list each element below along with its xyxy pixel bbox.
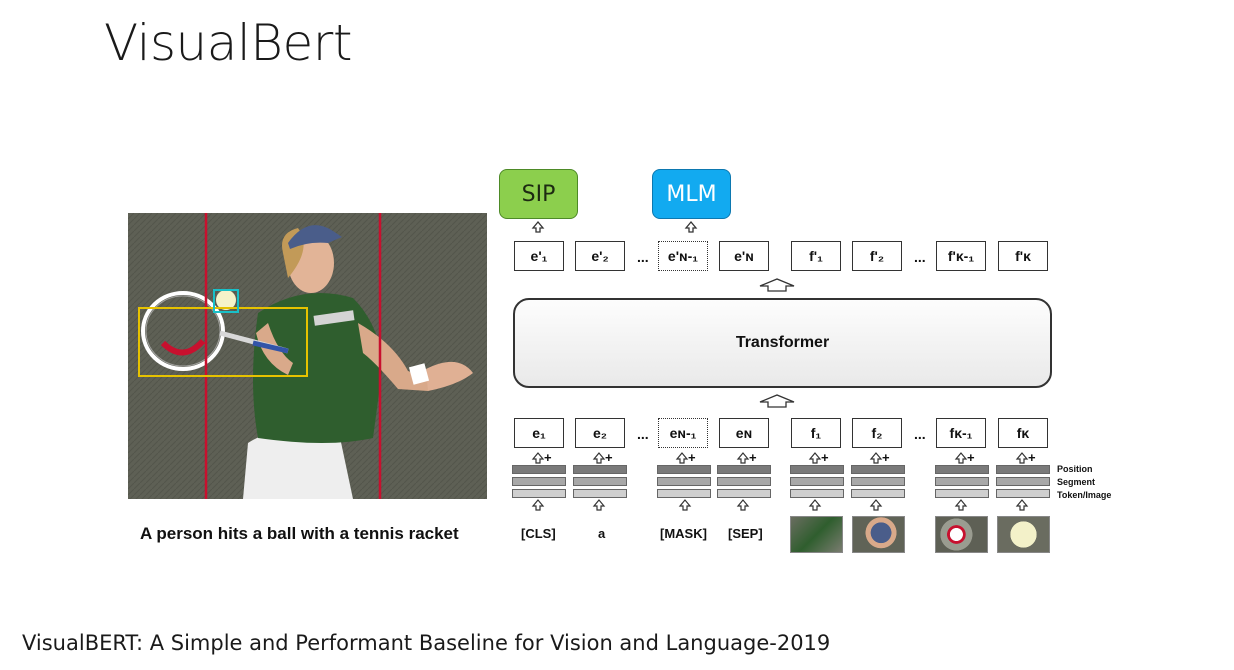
arrow-up-icon xyxy=(533,222,543,232)
plus-sign: + xyxy=(605,450,613,465)
position-bar xyxy=(512,465,566,474)
token-bar xyxy=(851,489,905,498)
segment-bar xyxy=(657,477,711,486)
plus-sign: + xyxy=(882,450,890,465)
position-bar xyxy=(573,465,627,474)
token-mask: [MASK] xyxy=(660,526,707,541)
arrow-up-icon xyxy=(956,500,966,510)
legend-token-image: Token/Image xyxy=(1057,490,1111,500)
segment-bar xyxy=(717,477,771,486)
arrow-up-icon xyxy=(686,222,696,232)
token-bar xyxy=(573,489,627,498)
arrow-up-icon xyxy=(533,500,543,510)
legend-position: Position xyxy=(1057,464,1093,474)
arrow-up-large-icon xyxy=(760,395,794,407)
token-arrows xyxy=(533,500,1027,510)
arrow-up-icon xyxy=(956,453,966,463)
arrow-up-icon xyxy=(594,500,604,510)
segment-bar xyxy=(935,477,989,486)
token-bar xyxy=(996,489,1050,498)
arrow-up-icon xyxy=(810,500,820,510)
position-bar xyxy=(996,465,1050,474)
segment-bar xyxy=(512,477,566,486)
token-bar xyxy=(790,489,844,498)
plus-sign: + xyxy=(1028,450,1036,465)
token-sep: [SEP] xyxy=(728,526,763,541)
arrow-up-icon xyxy=(1017,500,1027,510)
arrow-up-icon xyxy=(871,500,881,510)
paper-reference: VisualBERT: A Simple and Performant Base… xyxy=(22,631,830,655)
position-bar xyxy=(657,465,711,474)
arrow-up-icon xyxy=(810,453,820,463)
plus-sign: + xyxy=(688,450,696,465)
plus-sign: + xyxy=(749,450,757,465)
token-bar xyxy=(512,489,566,498)
token-cls: [CLS] xyxy=(521,526,556,541)
legend-segment: Segment xyxy=(1057,477,1095,487)
arrow-up-icon xyxy=(871,453,881,463)
arrow-up-icon xyxy=(738,453,748,463)
plus-sign: + xyxy=(821,450,829,465)
position-bar xyxy=(851,465,905,474)
position-bar xyxy=(717,465,771,474)
arrow-up-icon xyxy=(738,500,748,510)
token-bar xyxy=(717,489,771,498)
plus-sign: + xyxy=(544,450,552,465)
segment-bar xyxy=(851,477,905,486)
region-thumbnail-shirt xyxy=(790,516,843,553)
arrow-up-icon xyxy=(533,453,543,463)
segment-bar xyxy=(790,477,844,486)
segment-bar xyxy=(996,477,1050,486)
plus-sign: + xyxy=(967,450,975,465)
arrow-up-icon xyxy=(594,453,604,463)
segment-bar xyxy=(573,477,627,486)
token-a: a xyxy=(598,526,605,541)
arrow-up-large-icon xyxy=(760,279,794,291)
region-thumbnail-cap xyxy=(852,516,905,553)
arrow-up-icon xyxy=(1017,453,1027,463)
position-bar xyxy=(790,465,844,474)
token-bar xyxy=(935,489,989,498)
arrow-up-icon xyxy=(677,453,687,463)
region-thumbnail-racket xyxy=(935,516,988,553)
token-bar xyxy=(657,489,711,498)
region-thumbnail-ball xyxy=(997,516,1050,553)
arrow-up-icon xyxy=(680,500,690,510)
position-bar xyxy=(935,465,989,474)
